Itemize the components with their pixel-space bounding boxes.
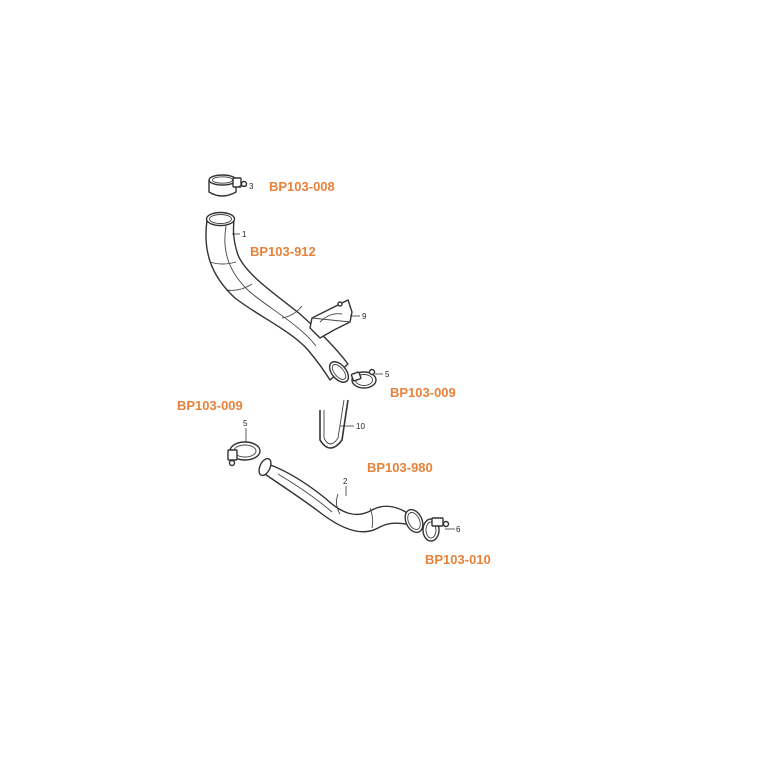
- code-bp103-009-left: BP103-009: [177, 398, 243, 413]
- callout-10: 10: [356, 422, 365, 431]
- hose-clamp-bottom-icon: [422, 517, 450, 542]
- callout-5a: 5: [385, 370, 390, 379]
- callout-9: 9: [362, 312, 367, 321]
- hose-clamp-mid-left-icon: [227, 441, 261, 467]
- code-bp103-009-right: BP103-009: [390, 385, 456, 400]
- lower-pipe-icon: [258, 457, 424, 534]
- u-bolt-icon: [319, 399, 349, 449]
- hose-clamp-top-icon: [208, 174, 248, 197]
- upper-pipe-icon: [205, 211, 350, 383]
- code-bp103-912: BP103-912: [250, 244, 316, 259]
- callout-5b: 5: [243, 419, 248, 428]
- hose-clamp-mid-right-icon: [350, 368, 377, 389]
- callout-3: 3: [249, 182, 254, 191]
- mounting-bracket-icon: [309, 299, 353, 339]
- callout-1: 1: [242, 230, 247, 239]
- code-bp103-008: BP103-008: [269, 179, 335, 194]
- callout-2: 2: [343, 477, 348, 486]
- callout-6: 6: [456, 525, 461, 534]
- code-bp103-010: BP103-010: [425, 552, 491, 567]
- code-bp103-980: BP103-980: [367, 460, 433, 475]
